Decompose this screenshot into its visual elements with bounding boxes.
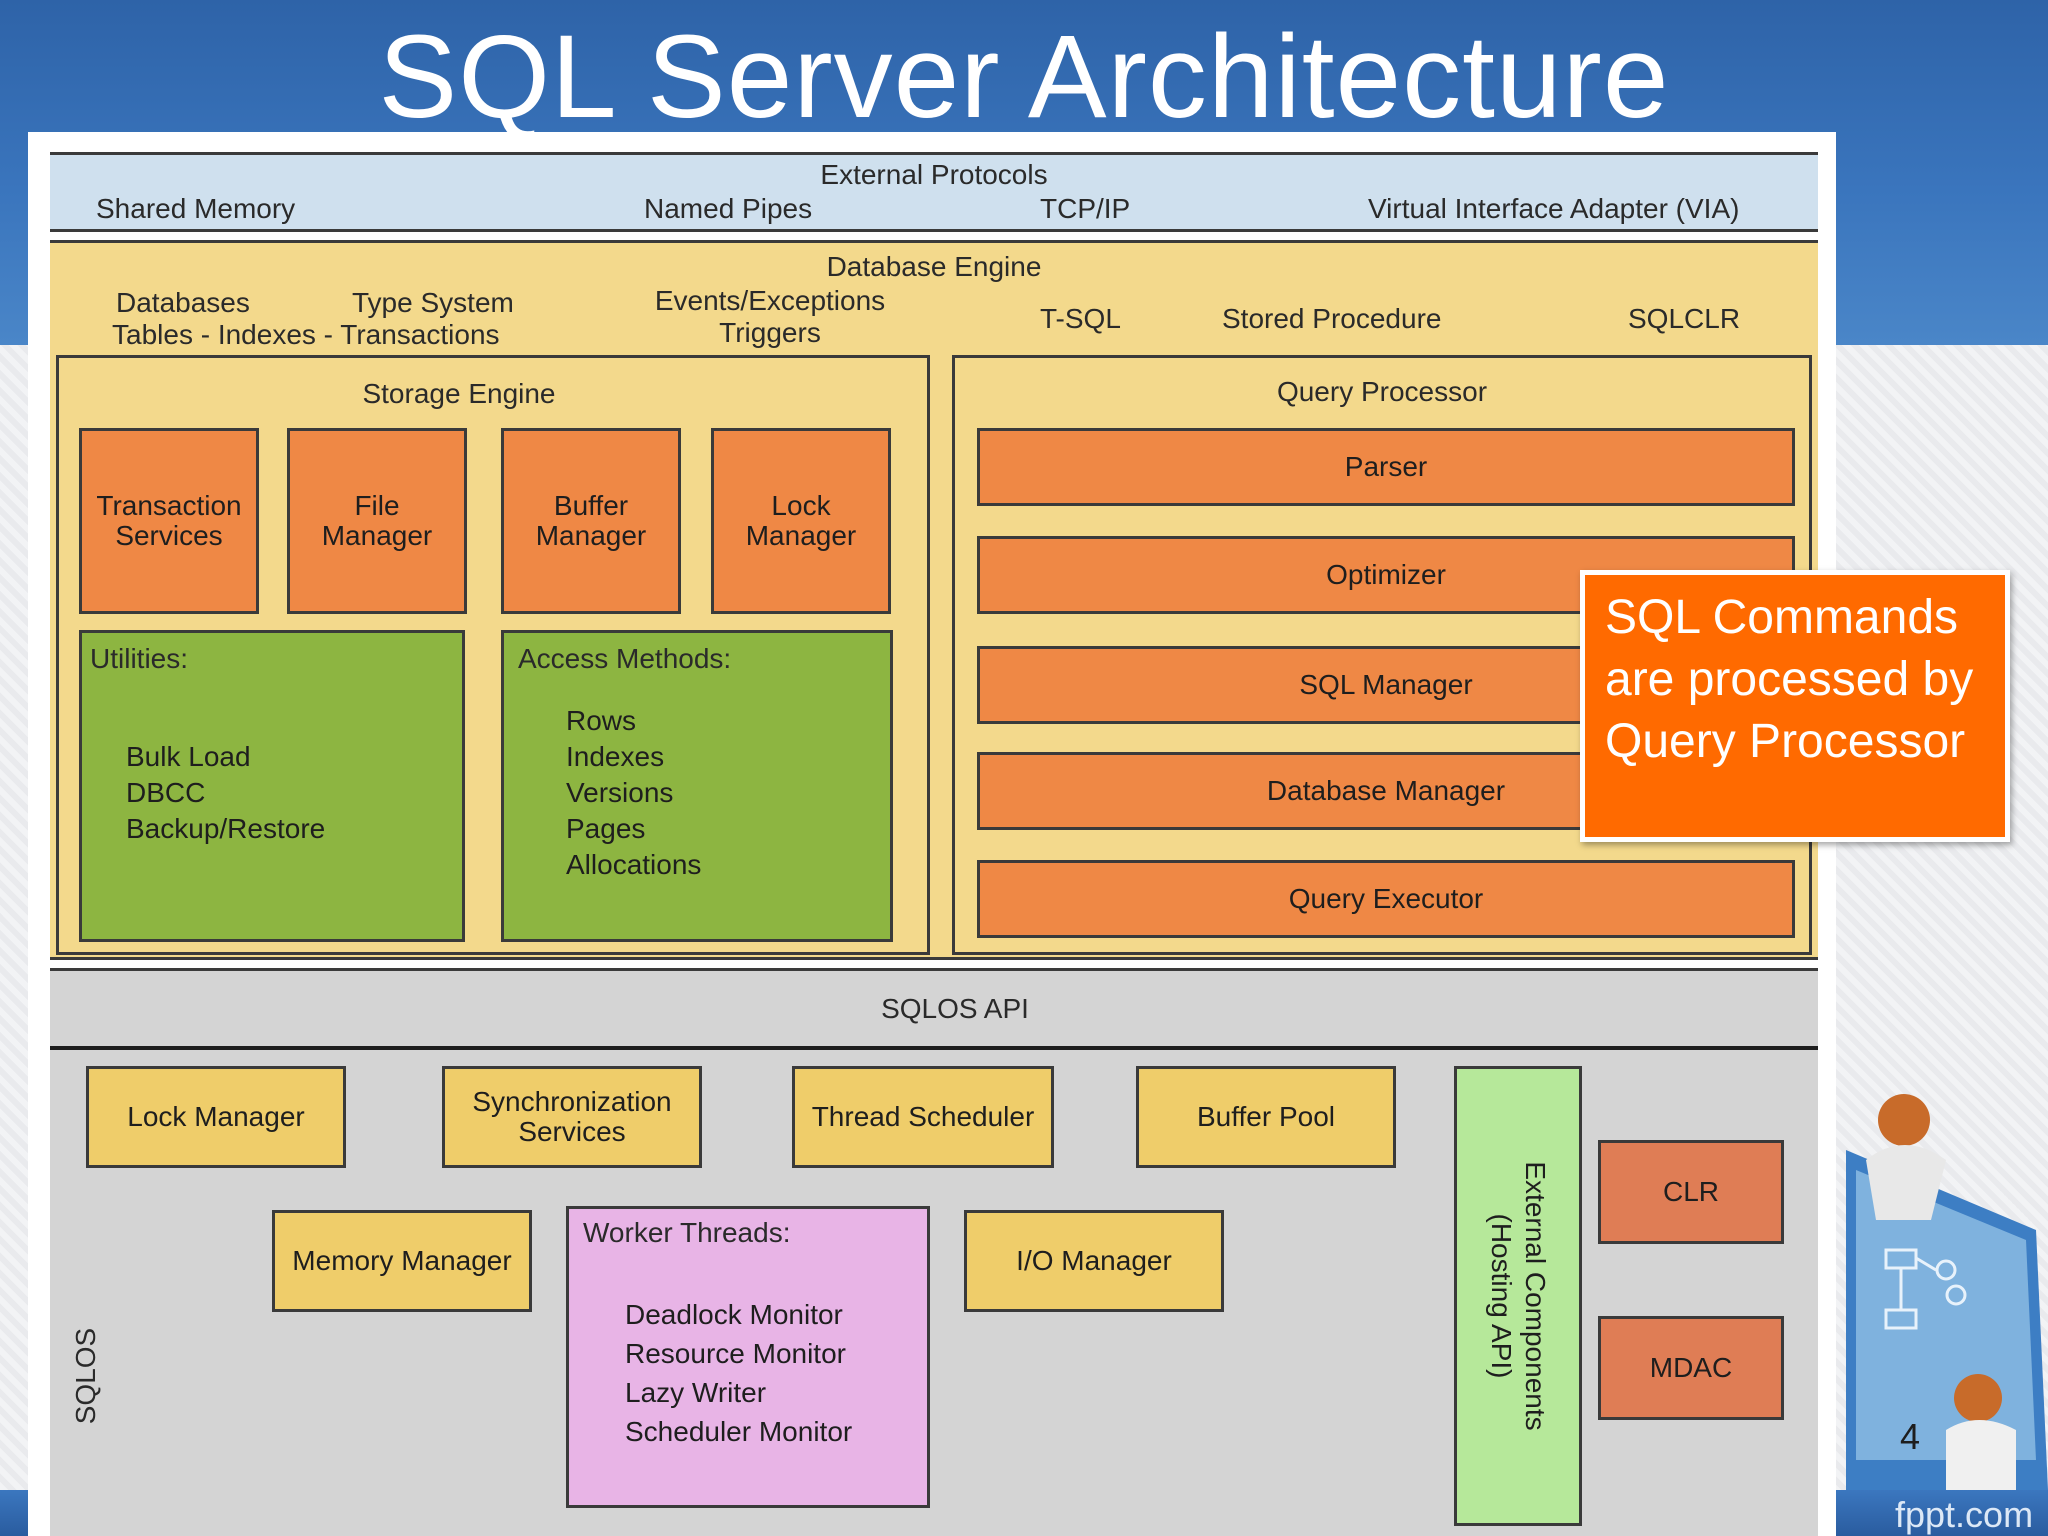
worker-threads-list: Deadlock Monitor Resource Monitor Lazy W… xyxy=(625,1295,852,1451)
external-protocols-heading: External Protocols xyxy=(820,159,1048,190)
buffer-pool-box: Buffer Pool xyxy=(1136,1066,1396,1168)
access-method-item: Indexes xyxy=(566,741,665,772)
access-methods-box: Access Methods: Rows Indexes Versions Pa… xyxy=(501,630,893,942)
access-method-item: Rows xyxy=(566,705,637,736)
parser-box: Parser xyxy=(977,428,1795,506)
query-processor-heading: Query Processor xyxy=(1276,376,1488,407)
access-method-item: Allocations xyxy=(566,849,702,880)
external-protocols-band: External Protocols Shared Memory Named P… xyxy=(50,152,1818,232)
people-meeting-clipart xyxy=(1846,1094,2048,1490)
engine-triggers-label: Triggers xyxy=(719,317,821,348)
protocol-via: Virtual Interface Adapter (VIA) xyxy=(1368,193,1740,224)
worker-threads-box: Worker Threads: Deadlock Monitor Resourc… xyxy=(566,1206,930,1508)
utility-item: Bulk Load xyxy=(126,741,251,772)
engine-events-label: Events/Exceptions xyxy=(654,285,886,316)
protocol-shared-memory: Shared Memory xyxy=(96,193,296,224)
page-number: 4 xyxy=(1900,1416,1921,1457)
database-engine-section: Database Engine Databases Type System Ta… xyxy=(50,240,1818,960)
utility-item: DBCC xyxy=(126,777,206,808)
file-manager-box: File Manager xyxy=(287,428,467,614)
engine-sqlclr-label: SQLCLR xyxy=(1628,303,1741,334)
worker-thread-item: Deadlock Monitor xyxy=(625,1299,843,1330)
mdac-box: MDAC xyxy=(1598,1316,1784,1420)
sqlos-label: SQLOS xyxy=(70,1327,101,1425)
thread-scheduler-box: Thread Scheduler xyxy=(792,1066,1054,1168)
storage-engine-heading: Storage Engine xyxy=(362,378,556,409)
buffer-manager-box: Buffer Manager xyxy=(501,428,681,614)
sqlos-api-band: SQLOS API xyxy=(50,968,1818,1050)
query-executor-box: Query Executor xyxy=(977,860,1795,938)
engine-type-system-label: Type System xyxy=(352,287,514,318)
engine-tsql-label: T-SQL xyxy=(1040,303,1121,334)
storage-engine-panel: Storage Engine Transaction Services File… xyxy=(56,355,930,955)
protocol-named-pipes: Named Pipes xyxy=(644,193,813,224)
engine-tables-label: Tables - Indexes - Transactions xyxy=(112,319,500,350)
utility-item: Backup/Restore xyxy=(126,813,326,844)
slide-title: SQL Server Architecture xyxy=(378,11,1670,143)
utilities-list: Bulk Load DBCC Backup/Restore xyxy=(126,739,325,847)
synchronization-services-box: Synchronization Services xyxy=(442,1066,702,1168)
query-processor-callout: SQL Commands are processed by Query Proc… xyxy=(1580,570,2010,842)
external-components-label: External Components (Hosting API) xyxy=(1486,1161,1551,1431)
architecture-diagram: External Protocols Shared Memory Named P… xyxy=(28,132,1836,1536)
clr-box: CLR xyxy=(1598,1140,1784,1244)
sqlos-api-label: SQLOS API xyxy=(881,993,1029,1024)
access-method-item: Versions xyxy=(566,777,674,808)
access-methods-list: Rows Indexes Versions Pages Allocations xyxy=(566,703,701,883)
access-method-item: Pages xyxy=(566,813,646,844)
external-components-box: External Components (Hosting API) xyxy=(1454,1066,1582,1526)
worker-thread-item: Scheduler Monitor xyxy=(625,1416,853,1447)
access-methods-label: Access Methods: xyxy=(518,643,732,674)
sqlos-section: SQLOS Lock Manager Synchronization Servi… xyxy=(50,1050,1818,1536)
worker-thread-item: Resource Monitor xyxy=(625,1338,846,1369)
protocol-tcp-ip: TCP/IP xyxy=(1040,193,1131,224)
memory-manager-box: Memory Manager xyxy=(272,1210,532,1312)
worker-threads-label: Worker Threads: xyxy=(583,1217,791,1248)
lock-manager-box: Lock Manager xyxy=(711,428,891,614)
transaction-services-box: Transaction Services xyxy=(79,428,259,614)
footer-brand: fppt.com xyxy=(1895,1494,2034,1535)
utilities-label: Utilities: xyxy=(90,643,189,674)
engine-databases-label: Databases xyxy=(116,287,250,318)
worker-thread-item: Lazy Writer xyxy=(625,1377,767,1408)
engine-stored-procedure-label: Stored Procedure xyxy=(1222,303,1442,334)
io-manager-box: I/O Manager xyxy=(964,1210,1224,1312)
utilities-box: Utilities: Bulk Load DBCC Backup/Restore xyxy=(79,630,465,942)
database-engine-heading: Database Engine xyxy=(826,251,1042,282)
sqlos-lock-manager-box: Lock Manager xyxy=(86,1066,346,1168)
